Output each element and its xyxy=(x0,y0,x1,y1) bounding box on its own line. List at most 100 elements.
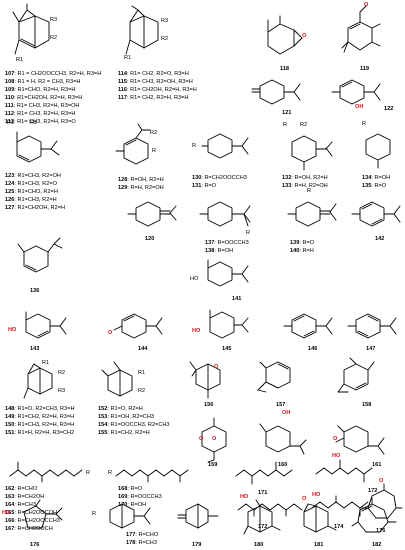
compound-number: 151 xyxy=(5,430,15,436)
label-r2: R2 xyxy=(138,388,146,394)
compound-number: 114 xyxy=(118,71,128,77)
compound-number: 135 xyxy=(362,183,372,189)
structure-148-151 xyxy=(23,363,53,399)
compound-row: 155: R1=CH2, R2=H xyxy=(98,430,150,436)
id-141: 141 xyxy=(232,296,242,302)
structure-118 xyxy=(267,15,303,55)
structure-157 xyxy=(257,361,291,393)
compound-row: 139: R=O xyxy=(290,240,315,246)
structure-144 xyxy=(113,313,163,339)
compound-row: 126: R1=CH3, R2=H xyxy=(5,197,57,203)
compound-number: 164 xyxy=(5,502,15,508)
id-144: 144 xyxy=(138,346,148,352)
id-182: 182 xyxy=(372,542,382,548)
compound-number: 108 xyxy=(5,79,15,85)
label-r2: R2 xyxy=(50,35,58,41)
compound-row: 151: R1=H, R2=H, R3=CH2 xyxy=(5,430,75,436)
compound-number: 117 xyxy=(118,95,128,101)
compound-number: 116 xyxy=(118,87,128,93)
id-146: 146 xyxy=(308,346,318,352)
label-r: R xyxy=(362,121,367,127)
compound-row: 165: R=CH2OOCOH xyxy=(5,510,58,516)
label-r2: R2 xyxy=(161,36,169,42)
compound-number: 154 xyxy=(98,422,108,428)
compound-row: 125: R1=CHO, R2=H xyxy=(5,189,58,195)
compound-row: 111: R1= CH3, R2=H, R3=OH xyxy=(5,103,80,109)
compound-row: 169: R=OOCCH3 xyxy=(118,494,162,500)
compound-row: 135: R=O xyxy=(362,183,387,189)
id-122: 122 xyxy=(384,106,394,112)
label-r1: R1 xyxy=(16,57,24,63)
hydroxyl-label: OH xyxy=(355,104,364,110)
structure-107-113 xyxy=(12,3,50,55)
structure-159 xyxy=(201,417,227,463)
compound-number: 113 xyxy=(5,119,15,125)
structure-172b xyxy=(237,503,303,517)
structure-134-135 xyxy=(365,133,391,169)
compound-number: 167 xyxy=(5,526,15,532)
id-156: 156 xyxy=(204,402,214,408)
structure-162-167 xyxy=(9,461,83,483)
compound-number: 111 xyxy=(5,103,14,109)
label-r: R xyxy=(152,148,157,154)
label-r1: R1 xyxy=(138,370,146,376)
id-174: 174 xyxy=(334,524,344,530)
id-161: 161 xyxy=(372,462,382,468)
compound-number: 110 xyxy=(5,95,15,101)
compound-number: 165 xyxy=(5,510,15,516)
compound-row: 149: R1=CH2, R2=H, R3=H xyxy=(5,414,75,420)
label-r2: R2 xyxy=(30,120,38,126)
compound-row: 164: R=CH3 xyxy=(5,502,36,508)
id-147: 147 xyxy=(366,346,376,352)
compound-number: 107 xyxy=(5,71,15,77)
id-181: 181 xyxy=(314,542,324,548)
label-r1: R1 xyxy=(124,55,132,61)
id-160: 160 xyxy=(278,462,288,468)
id-171: 171 xyxy=(258,490,268,496)
compound-row: 114: R1= CH2, R2=O, R3=H xyxy=(118,71,189,77)
structure-120 xyxy=(127,201,177,227)
oxygen-label: O xyxy=(379,478,384,484)
compound-row: 163: R=CH2OH xyxy=(5,494,45,500)
structure-171 xyxy=(235,461,293,485)
compound-number: 149 xyxy=(5,414,15,420)
structure-179 xyxy=(177,503,219,529)
compound-row: 115: R1= CH3, R2=OH, R3=H xyxy=(118,79,193,85)
structure-158 xyxy=(337,357,375,393)
id-142: 142 xyxy=(375,236,385,242)
label-r1: R1 xyxy=(7,120,15,126)
compound-number: 162 xyxy=(5,486,15,492)
oxygen-label: O xyxy=(302,496,307,502)
compound-row: 137: R=OOCCH3 xyxy=(205,240,249,246)
compound-row: 109: R1=CHO, R2=H, R3=H xyxy=(5,87,76,93)
compound-number: 132 xyxy=(282,175,292,181)
structure-146 xyxy=(283,313,333,339)
compound-row: 110: R1=CH2OH, R2=H, R3=H xyxy=(5,95,83,101)
compound-number: 169 xyxy=(118,494,128,500)
compound-number: 123 xyxy=(5,173,15,179)
compound-row: 177: R=CHO xyxy=(126,532,159,538)
structure-122 xyxy=(331,79,381,105)
label-r2: R2 xyxy=(58,370,66,376)
compound-number: 128 xyxy=(118,177,128,183)
label-r2: R2 xyxy=(300,122,308,128)
compound-row: 167: R=CH2OOCH xyxy=(5,526,53,532)
structure-137-138 xyxy=(199,201,251,227)
structure-132-133 xyxy=(291,135,333,171)
compound-row: 170: R=OH xyxy=(118,502,147,508)
oxygen-label: O xyxy=(333,436,338,442)
structure-143 xyxy=(25,311,67,339)
id-145: 145 xyxy=(222,346,232,352)
compound-row: 133: R=H, R2=OH xyxy=(282,183,328,189)
structure-160 xyxy=(259,423,307,455)
structure-180 xyxy=(243,499,281,535)
compound-row: 117: R1= CH2, R2=H, R3=H xyxy=(118,95,189,101)
structure-130-131 xyxy=(201,133,249,159)
id-158: 158 xyxy=(362,402,372,408)
compound-row: 107: R1 = CH2OOCCH3, R2=H, R3=H xyxy=(5,71,102,77)
hydroxyl-label: HO xyxy=(312,492,321,498)
id-143: 143 xyxy=(30,346,40,352)
id-120: 120 xyxy=(145,236,155,242)
compound-number: 170 xyxy=(118,502,128,508)
compound-row: 153: R1=OH, R2=CH3 xyxy=(98,414,154,420)
